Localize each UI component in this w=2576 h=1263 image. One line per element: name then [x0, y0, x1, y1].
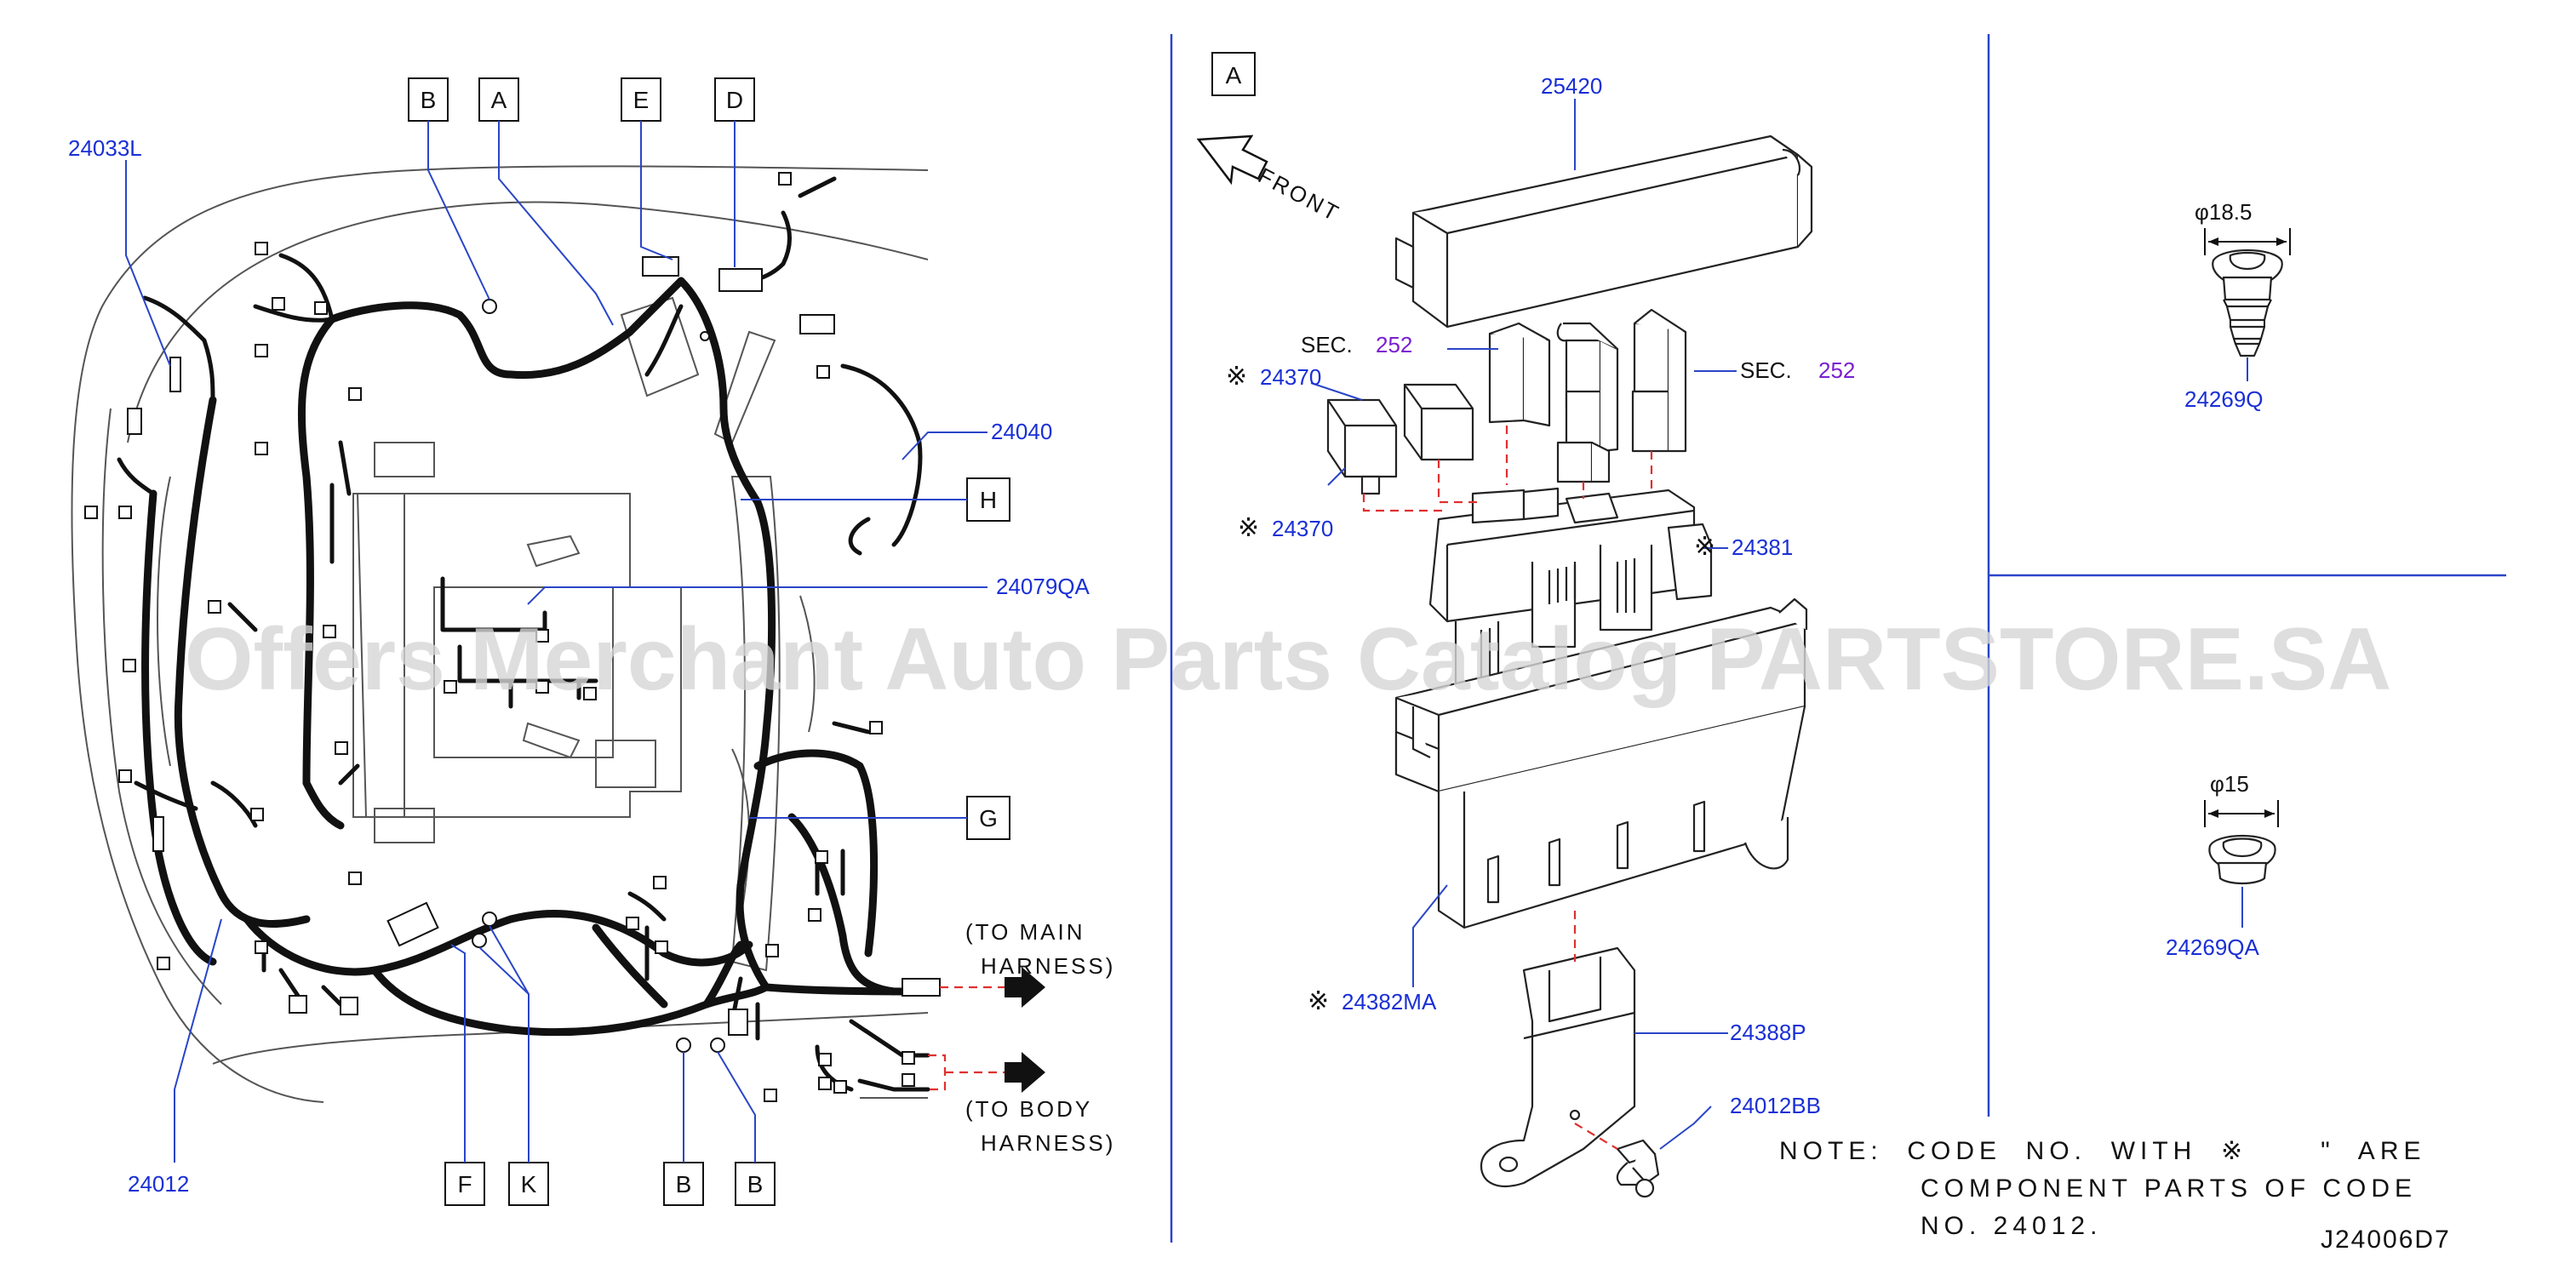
to-main-arrow-icon: [1005, 967, 1045, 1008]
note-line-1: NOTE: CODE NO. WITH ※ " ARE: [1779, 1137, 2426, 1165]
harness-lower: [243, 910, 753, 976]
engine-compartment-view: B A E D H G F K B B: [68, 77, 1115, 1206]
label-24370-b[interactable]: 24370: [1272, 516, 1333, 541]
sec-number-left[interactable]: 252: [1376, 332, 1412, 357]
view-label-box: [1211, 52, 1256, 96]
callout-F-box[interactable]: [444, 1162, 485, 1206]
hidden-connections: [1362, 426, 1653, 1150]
ref-mark-icon: ※: [1238, 513, 1259, 543]
callout-boxes-bottom: F K B B: [444, 1162, 776, 1206]
clips-view: φ18.5 24269Q φ15 24269QA: [2166, 199, 2291, 960]
ref-mark-icon: ※: [1226, 362, 1247, 391]
note-block: NOTE: CODE NO. WITH ※ " ARE COMPONENT PA…: [1779, 1137, 2426, 1240]
label-24012[interactable]: 24012: [128, 1171, 189, 1197]
sec-number-right[interactable]: 252: [1818, 357, 1855, 383]
label-24381[interactable]: 24381: [1732, 534, 1793, 560]
label-24079QA[interactable]: 24079QA: [996, 574, 1091, 599]
fuse-box-exploded-view: A FRONT: [1196, 52, 1855, 1198]
radiator: [352, 493, 405, 818]
to-main-harness-line2: HARNESS): [981, 953, 1115, 979]
housing-slots: [1486, 800, 1789, 904]
drawing-code: J24006D7: [2321, 1226, 2451, 1254]
inner-fender: [730, 476, 781, 972]
callout-boxes-top: B A E D: [408, 77, 755, 122]
callout-leaders: [125, 121, 987, 1163]
callout-A-box[interactable]: [478, 77, 519, 122]
label-24269Q[interactable]: 24269Q: [2184, 386, 2264, 412]
bolt-24012BB-icon: [1616, 1139, 1660, 1198]
callout-F: F: [457, 1171, 472, 1197]
relay-1: [1488, 330, 1526, 424]
to-main-harness-line1: (TO MAIN: [965, 919, 1085, 945]
body-outline: [71, 165, 929, 1103]
to-body-harness-line1: (TO BODY: [965, 1096, 1092, 1122]
callout-A: A: [491, 87, 507, 113]
clip-24269QA-dim: φ15: [2210, 771, 2249, 797]
to-body-arrow-icon: [1005, 1052, 1045, 1093]
callout-B-top-box[interactable]: [408, 77, 449, 122]
watermark: Offers Merchant Auto Parts Catalog PARTS…: [185, 610, 2392, 709]
note-line-3: NO. 24012.: [1921, 1212, 2102, 1240]
label-24012BB[interactable]: 24012BB: [1730, 1093, 1821, 1118]
label-25420[interactable]: 25420: [1541, 73, 1602, 99]
clip-24269QA-icon: [2208, 834, 2276, 885]
harness-left: [297, 315, 336, 787]
view-label: A: [1226, 62, 1242, 89]
relay-3: [1633, 322, 1670, 393]
to-body-harness-line2: HARNESS): [981, 1130, 1115, 1156]
callout-B-bottom-2: B: [747, 1171, 764, 1197]
callout-B-bottom-2-box[interactable]: [735, 1162, 776, 1206]
note-line-2: COMPONENT PARTS OF CODE: [1921, 1174, 2417, 1203]
label-24370-a[interactable]: 24370: [1260, 364, 1321, 390]
fender-line: [127, 201, 929, 443]
harness-right: [677, 277, 776, 992]
callout-E: E: [633, 87, 650, 113]
front-arrow-icon: [1196, 134, 1268, 186]
label-24382MA[interactable]: 24382MA: [1342, 989, 1437, 1014]
harness-upper: [328, 277, 685, 380]
callout-B-bottom-1: B: [676, 1171, 692, 1197]
callout-H: H: [980, 487, 997, 513]
ref-mark-icon: ※: [1308, 986, 1329, 1016]
sec-label-left: SEC.: [1301, 332, 1353, 357]
terminal-pins: [1480, 558, 1636, 681]
callout-K-box[interactable]: [508, 1162, 549, 1206]
callout-K: K: [521, 1171, 537, 1197]
harness-connectors: [84, 172, 941, 1102]
callout-G-box[interactable]: [966, 796, 1010, 840]
label-24033L[interactable]: 24033L: [68, 135, 142, 161]
front-label: FRONT: [1254, 163, 1344, 227]
label-24269QA[interactable]: 24269QA: [2166, 934, 2260, 960]
engine-block: [356, 493, 682, 818]
callout-E-box[interactable]: [621, 77, 661, 122]
callout-D: D: [726, 87, 743, 113]
label-24388P[interactable]: 24388P: [1730, 1020, 1806, 1045]
callout-B-top: B: [421, 87, 437, 113]
relay-24381: [1667, 523, 1713, 601]
clip-24269Q-icon: [2212, 249, 2283, 357]
clip-24269Q-dim: φ18.5: [2195, 199, 2252, 225]
radiator-support: [101, 408, 222, 1005]
center-leaders: [1310, 99, 1737, 1150]
callout-G: G: [979, 805, 998, 832]
label-24040[interactable]: 24040: [991, 419, 1052, 444]
sec-label-right: SEC.: [1740, 357, 1792, 383]
ref-mark-icon: ※: [1694, 532, 1715, 562]
